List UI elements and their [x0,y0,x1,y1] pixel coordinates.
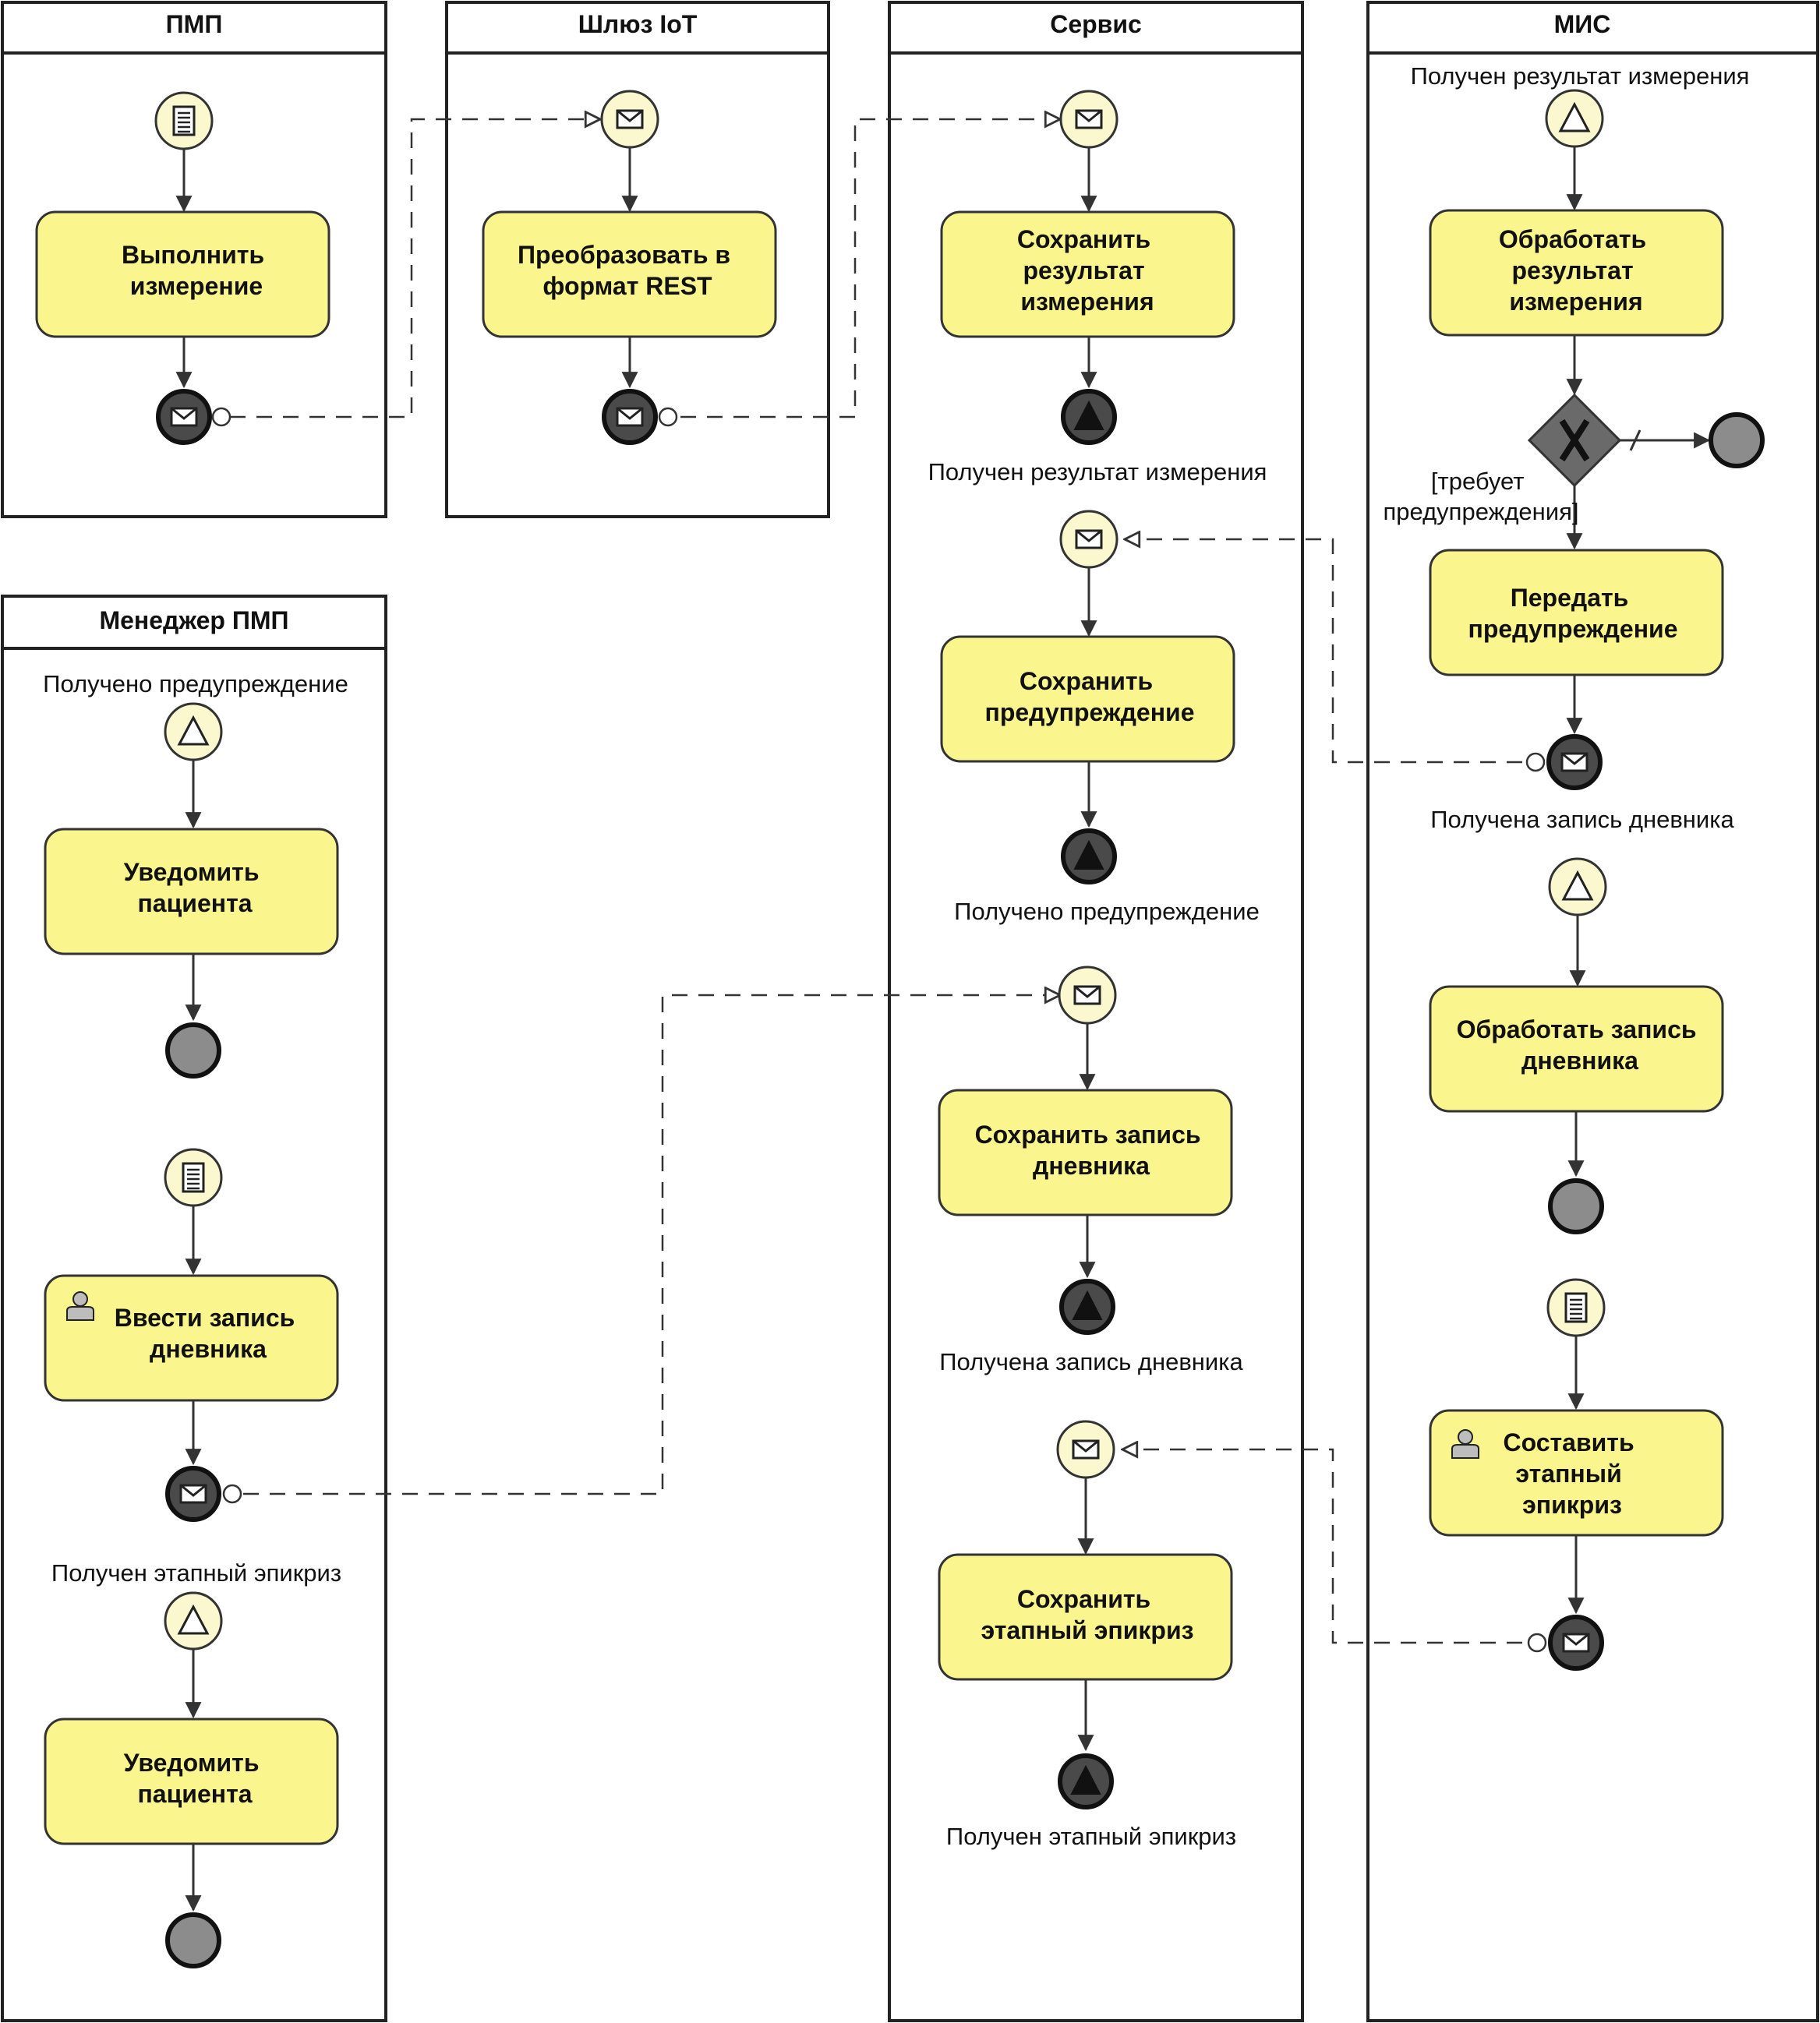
start-event-signal-manager-2 [164,1591,223,1651]
task-enter-diary-entry[interactable]: Ввести запись дневника [44,1274,339,1402]
envelope-icon [1073,985,1101,1005]
start-event-signal-mis-2 [1548,857,1607,916]
end-event-signal-service-1 [1061,389,1117,445]
document-icon [1564,1292,1588,1323]
svg-text:Преобразовать в формат R: Преобразовать в формат REST [518,241,737,300]
svg-text:Уведомить пациента: Уведомить пациента [124,1749,267,1808]
end-event-message-mis-epicrisis [1527,1615,1604,1671]
svg-text:Сохранить предупреждение: Сохранить предупреждение [984,667,1194,726]
start-event-message-iot [600,90,659,149]
task-process-measurement-result[interactable]: Обработать результат измерения [1429,209,1724,337]
svg-text:Сохранить запись дневник: Сохранить запись дневника [975,1121,1208,1180]
task-save-stage-epicrisis[interactable]: Сохранить этапный эпикриз [938,1553,1233,1681]
end-event-message-mis-warning [1525,734,1603,790]
start-event-document-mis [1546,1278,1606,1337]
event-label: Получен этапный эпикриз [946,1823,1236,1850]
envelope-icon [1072,1439,1100,1460]
end-event-mis-1 [1709,412,1765,468]
envelope-icon [1560,752,1589,772]
svg-text:Обработать результат: Обработать результат измерения [1499,225,1653,316]
svg-text:Выполнить измерение: Выполнить измерение [122,241,271,300]
pool-title-service: Сервис [1050,10,1142,38]
svg-text:Составить этапный: Составить этапный эпикриз [1503,1428,1641,1519]
event-label: Получена запись дневника [939,1348,1243,1375]
task-notify-patient-2[interactable]: Уведомить пациента [44,1718,339,1845]
svg-text:Ввести запись дневника: Ввести запись дневника [115,1304,302,1363]
task-compose-stage-epicrisis[interactable]: Составить этапный эпикриз [1429,1409,1724,1537]
message-flow-pmp-to-iot [230,119,600,418]
event-label: Получено предупреждение [43,670,348,697]
end-event-manager-2 [165,1912,221,1968]
event-label: Получено предупреждение [954,898,1260,925]
end-event-mis-2 [1548,1178,1604,1234]
task-save-measurement-result[interactable]: Сохранить результат измерения [940,210,1235,338]
task-process-diary-entry[interactable]: Обработать запись дневника [1429,985,1724,1113]
document-icon [172,105,196,136]
pool-title-iot: Шлюз IoT [578,10,698,38]
svg-text:Сохранить этапный эпикри: Сохранить этапный эпикриз [981,1585,1193,1644]
task-send-warning[interactable]: Передать предупреждение [1429,549,1724,676]
envelope-icon [616,407,644,427]
start-event-message-service-3 [1058,966,1117,1025]
svg-text:Уведомить пациента: Уведомить пациента [124,858,267,917]
start-event-signal-mis-1 [1545,89,1604,148]
envelope-icon [179,1484,207,1504]
envelope-icon [1562,1633,1590,1653]
message-flow-mis-warning-to-service [1125,539,1522,764]
envelope-icon [1075,529,1103,549]
task-perform-measurement[interactable]: Выполнить измерение [35,210,330,338]
message-flow-mis-epicrisis-to-service [1122,1449,1522,1644]
end-event-signal-service-4 [1058,1753,1114,1809]
svg-text:Передать предупреждение: Передать предупреждение [1468,584,1677,643]
message-flows [230,119,1522,1644]
svg-text:Обработать запись дневни: Обработать запись дневника [1457,1015,1704,1075]
task-save-diary-entry[interactable]: Сохранить запись дневника [938,1089,1233,1216]
gateway-condition-label: [требует предупреждения] [1384,468,1579,525]
event-label: Получен результат измерения [1411,62,1750,90]
event-label: Получен результат измерения [928,458,1267,485]
start-event-message-service-2 [1059,510,1119,569]
task-save-warning[interactable]: Сохранить предупреждение [940,635,1235,763]
pool-title-mis: МИС [1554,10,1611,38]
task-convert-to-rest[interactable]: Преобразовать в формат REST [482,210,777,338]
end-event-message-manager-diary [165,1466,242,1522]
event-label: Получен этапный эпикриз [51,1559,341,1587]
start-event-document-pmp [154,91,214,150]
end-event-message-iot [602,389,678,445]
end-event-signal-service-2 [1061,828,1117,884]
start-event-message-service-4 [1056,1420,1115,1479]
end-event-message-pmp [156,389,231,445]
svg-text:Сохранить результат: Сохранить результат измерения [1017,225,1157,316]
start-event-message-service-1 [1059,90,1119,149]
event-label: Получена запись дневника [1430,806,1734,833]
envelope-icon [616,109,644,129]
task-notify-patient-1[interactable]: Уведомить пациента [44,828,339,955]
start-event-signal-manager-1 [164,702,223,761]
envelope-icon [170,407,198,427]
pool-title-manager: Менеджер ПМП [99,606,288,634]
document-icon [182,1162,205,1193]
pool-title-pmp: ПМП [166,10,223,38]
message-flow-iot-to-service [680,119,1060,418]
envelope-icon [1075,109,1103,129]
end-event-manager-1 [165,1022,221,1079]
start-event-document-manager [164,1148,223,1207]
end-event-signal-service-3 [1059,1279,1115,1335]
exclusive-gateway-x-icon [1559,418,1590,462]
message-flow-manager-diary-to-service [243,995,1060,1495]
